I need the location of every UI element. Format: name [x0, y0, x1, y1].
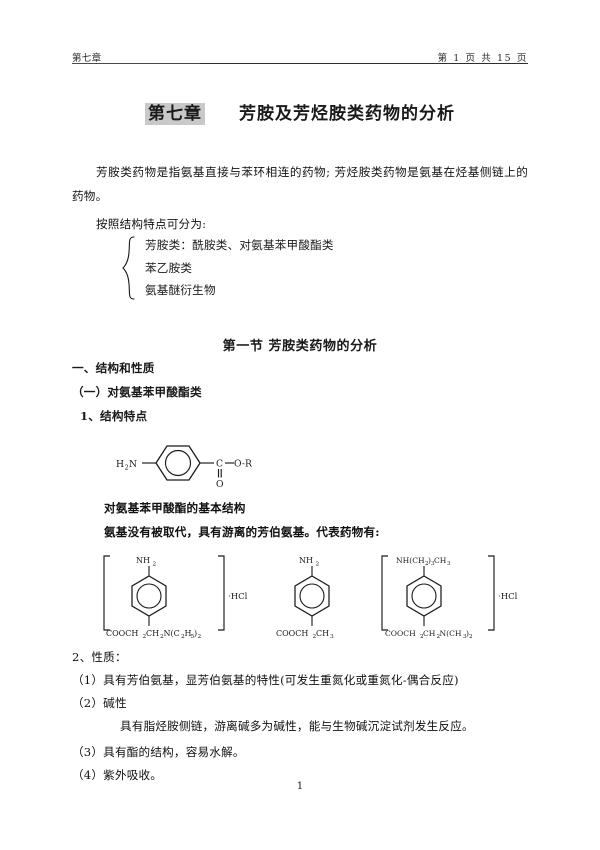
drug-1-top-label: NH — [136, 556, 150, 565]
page-title: 第七章 芳胺及芳烃胺类药物的分析 — [0, 99, 600, 125]
svg-text:3: 3 — [330, 634, 334, 638]
property-item-4: （4）紫外吸收。 — [72, 768, 163, 782]
svg-text:2: 2 — [425, 561, 429, 567]
svg-text:2: 2 — [313, 634, 317, 638]
left-brace-icon — [122, 236, 135, 300]
section-heading: 第一节 芳胺类药物的分析 — [222, 339, 378, 354]
svg-text:2: 2 — [469, 634, 473, 638]
caption-free-amino: 氨基没有被取代，具有游离的芳伯氨基。代表药物有: — [104, 525, 380, 539]
svg-text:): ) — [466, 629, 469, 638]
caption-basic-structure: 对氨基苯甲酸酯的基本结构 — [104, 501, 246, 515]
classification-item-0: 芳胺类：酰胺类、对氨基苯甲酸酯类 — [145, 238, 334, 252]
intro-paragraph: 芳胺类药物是指氨基直接与苯环相连的药物; 芳烃胺类药物是氨基在烃基侧链上的药物。 — [72, 165, 528, 203]
svg-text:): ) — [428, 556, 431, 565]
svg-text:3: 3 — [431, 561, 435, 567]
header-chapter-label: 第七章 — [72, 53, 102, 64]
subheading-paba-esters: （一）对氨基苯甲酸酯类 — [72, 385, 202, 399]
drug-3-diagram: NH(CH 2 ) 3 CH 3 COOCH 2 CH 2 N(CH 3 ) 2… — [381, 555, 518, 640]
svg-text:CH: CH — [423, 629, 436, 638]
footer-page-number: 1 — [296, 780, 304, 792]
drug-3-salt-label: ·HCl — [498, 592, 518, 602]
label-amine-subscript: 2 — [125, 464, 129, 472]
paba-ester-skeleton-diagram: H 2 N C O O-R — [116, 445, 253, 490]
title-text: 芳胺及芳烃胺类药物的分析 — [239, 104, 455, 124]
property-item-3: （3）具有酯的结构，容易水解。 — [72, 745, 245, 759]
drug-structure-1: NH 2 COOCH 2 CH 2 N(C 2 H 5 ) 2 ·HCl — [100, 548, 260, 640]
svg-text:N(C: N(C — [164, 629, 180, 638]
drug-1-salt-label: ·HCl — [228, 592, 248, 602]
chemical-structure-general: H 2 N C O O-R — [112, 438, 262, 490]
subheading-structure-properties: 一、结构和性质 — [72, 361, 155, 375]
svg-text:3: 3 — [463, 634, 467, 638]
subheading-structural-features: 1、结构特点 — [80, 409, 148, 423]
classification-brace-group: 芳胺类：酰胺类、对氨基苯甲酸酯类 苯乙胺类 氨基醚衍生物 — [122, 236, 334, 300]
svg-text:2: 2 — [143, 634, 147, 638]
classification-item-2: 氨基醚衍生物 — [145, 283, 216, 297]
drug-2-top-label: NH — [299, 556, 313, 565]
label-amine-group: H — [116, 459, 124, 470]
header-page-count: 第 1 页 共 15 页 — [437, 53, 528, 64]
svg-text:CH: CH — [434, 556, 447, 565]
drug-structure-2: NH 2 COOCH 2 CH 3 — [272, 548, 384, 640]
property-item-2-detail: 具有脂烃胺侧链，游离碱多为碱性，能与生物碱沉淀试剂发生反应。 — [120, 719, 474, 733]
property-item-2: （2）碱性 — [72, 696, 127, 710]
classification-items: 芳胺类：酰胺类、对氨基苯甲酸酯类 苯乙胺类 氨基醚衍生物 — [136, 236, 334, 300]
svg-text:N(CH: N(CH — [440, 629, 462, 638]
page-header: 第七章 第 1 页 共 15 页 — [72, 44, 528, 64]
label-amine-nitrogen: N — [129, 459, 137, 470]
header-divider — [72, 63, 528, 65]
drug-3-top-label: NH(CH — [396, 556, 425, 565]
drug-structure-3: NH(CH 2 ) 3 CH 3 COOCH 2 CH 2 N(CH 3 ) 2… — [378, 548, 528, 640]
svg-text:2: 2 — [181, 634, 185, 638]
properties-lead: 2、性质： — [72, 650, 127, 664]
svg-text:2: 2 — [420, 634, 424, 638]
drug-2-bottom-label: COOCH — [276, 629, 308, 638]
property-item-1: （1）具有芳伯氨基，显芳伯氨基的特性(可发生重氮化或重氮化-偶合反应) — [72, 673, 459, 687]
classification-item-1: 苯乙胺类 — [145, 260, 193, 275]
drug-2-diagram: NH 2 COOCH 2 CH 3 — [276, 556, 334, 640]
svg-text:): ) — [194, 629, 197, 638]
svg-text:H: H — [185, 629, 192, 638]
label-carbonyl-oxygen: O — [216, 479, 224, 488]
svg-text:2: 2 — [160, 634, 164, 638]
svg-text:CH: CH — [146, 629, 159, 638]
drug-2-top-subscript: 2 — [316, 561, 320, 567]
svg-text:2: 2 — [437, 634, 441, 638]
representative-drugs-row: NH 2 COOCH 2 CH 2 N(C 2 H 5 ) 2 ·HCl — [100, 548, 520, 640]
drug-3-bottom-label: COOCH — [385, 629, 416, 638]
svg-text:3: 3 — [447, 561, 451, 567]
drug-1-top-subscript: 2 — [153, 561, 157, 567]
svg-text:5: 5 — [191, 634, 195, 638]
classification-lead: 按照结构特点可分为: — [96, 217, 207, 231]
label-ester-or: O-R — [234, 459, 253, 470]
svg-text:CH: CH — [316, 629, 329, 638]
title-chapter-badge: 第七章 — [145, 103, 205, 125]
drug-1-bottom-label: COOCH — [106, 629, 138, 638]
drug-1-diagram: NH 2 COOCH 2 CH 2 N(C 2 H 5 ) 2 ·HCl — [103, 555, 248, 640]
svg-text:2: 2 — [198, 634, 202, 638]
label-carbonyl-carbon: C — [216, 459, 223, 470]
